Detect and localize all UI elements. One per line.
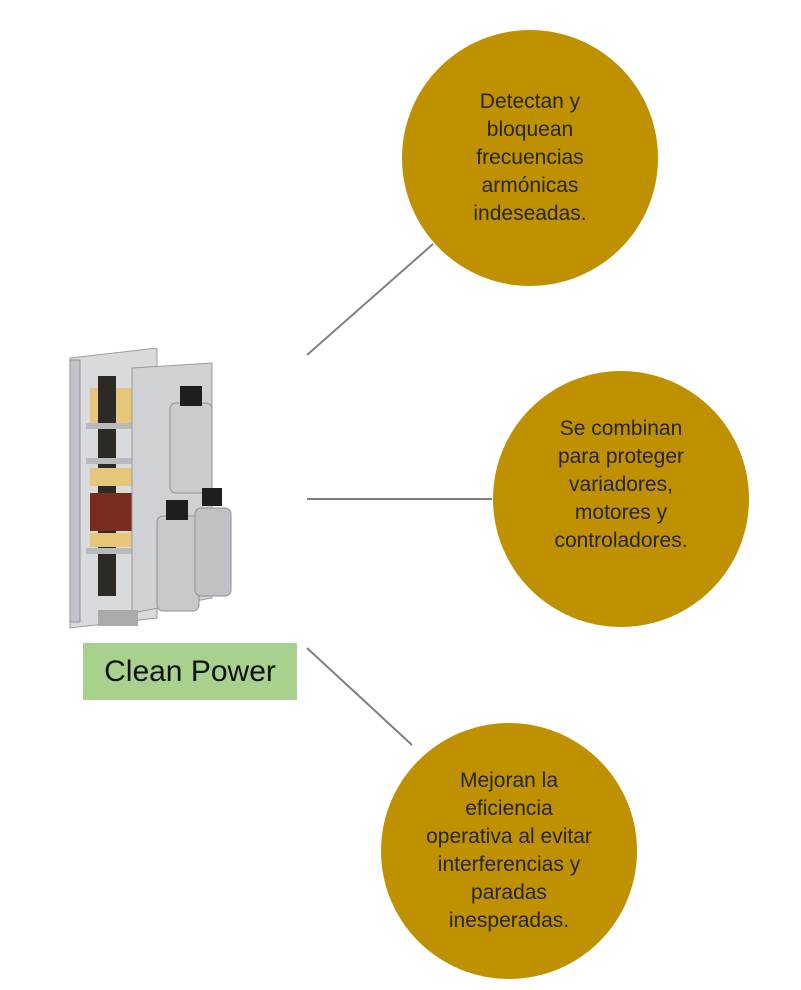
- benefit-text-1: Detectan y bloquean frecuencias armónica…: [473, 90, 587, 225]
- connector-line-3: [306, 647, 413, 746]
- benefit-bubble-2: Se combinan para proteger variadores, mo…: [493, 371, 749, 627]
- benefit-text-3: Mejoran la eficiencia operativa al evita…: [426, 769, 592, 932]
- benefit-bubble-3: Mejoran la eficiencia operativa al evita…: [381, 723, 637, 979]
- benefit-text-2: Se combinan para proteger variadores, mo…: [554, 417, 688, 552]
- center-label: Clean Power: [83, 643, 297, 700]
- product-image: [69, 348, 232, 629]
- connector-line-1: [306, 243, 434, 356]
- benefit-bubble-1: Detectan y bloquean frecuencias armónica…: [402, 30, 658, 286]
